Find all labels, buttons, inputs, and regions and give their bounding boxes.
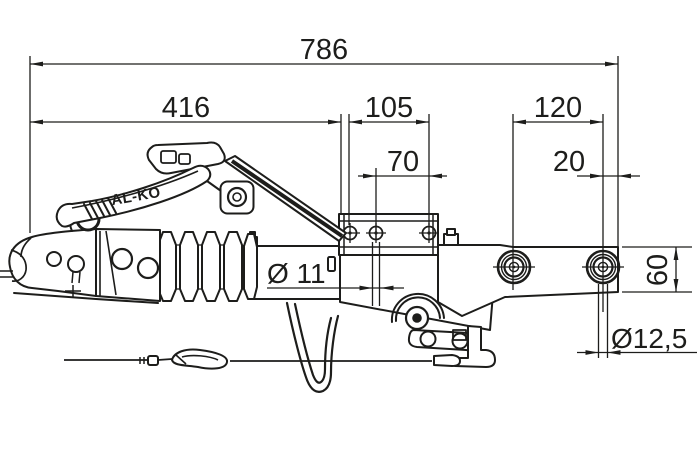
rear-bolt-hole-left [493, 249, 535, 285]
dim-120-value: 120 [534, 92, 582, 124]
arrowhead [30, 61, 43, 67]
ball-cup-arcs [10, 237, 32, 282]
dim-20: 20 [553, 146, 640, 179]
wear-indicator [65, 285, 81, 298]
extension-lines [29, 56, 692, 358]
dim-dia11-value: Ø 11 [267, 258, 326, 289]
front-lip [0, 270, 13, 278]
dim-dia12-5: Ø12,5 [577, 323, 697, 355]
plate-hole-3 [419, 223, 439, 243]
dim-105: 105 [349, 92, 429, 125]
dim-416-value: 416 [162, 92, 210, 124]
arrowhead [605, 61, 618, 67]
dim-60-value: 60 [642, 254, 674, 286]
dim-20-value: 20 [553, 146, 585, 178]
pivot-hub [412, 313, 422, 323]
cable-bracket [454, 325, 496, 368]
handle-assembly: AL-KO [55, 141, 347, 242]
breakaway-cable [64, 301, 461, 393]
overrun-mechanism [390, 293, 496, 368]
bellows [157, 231, 258, 302]
dim-416: 416 [30, 92, 341, 125]
dim-60: 60 [642, 247, 679, 292]
tube-slot [327, 256, 336, 272]
dim-70: 70 [358, 146, 447, 179]
dim-dia11: Ø 11 [267, 258, 404, 291]
dim-120: 120 [513, 92, 603, 125]
dim-dia12-5-value: Ø12,5 [611, 323, 687, 354]
dim-786: 786 [30, 34, 618, 67]
dim-786-value: 786 [300, 34, 348, 66]
cable-loop [285, 301, 340, 393]
head-base-edge [13, 292, 159, 304]
lever-grip-ribs [83, 197, 117, 220]
dim-70-value: 70 [387, 146, 419, 178]
dim-105-value: 105 [365, 92, 413, 124]
drawbar-tube-right [437, 244, 619, 317]
lever-bracket [219, 180, 255, 215]
